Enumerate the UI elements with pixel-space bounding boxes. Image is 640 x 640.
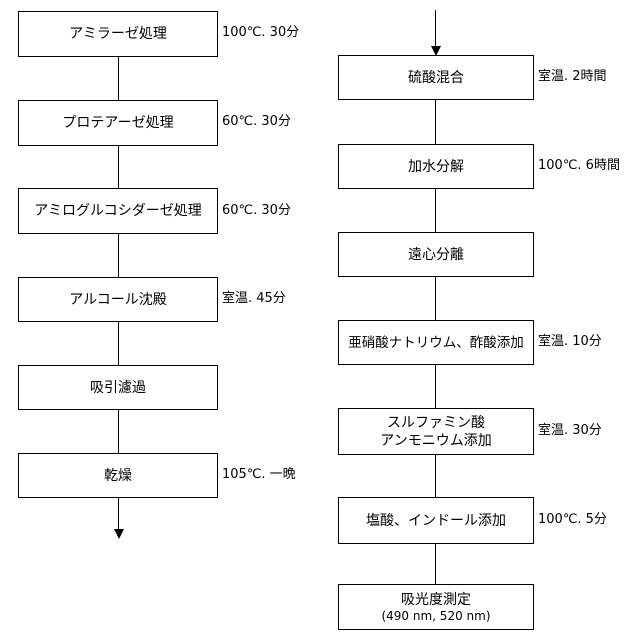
step-label: 乾燥 [104,467,132,485]
step-label-line2: (490 nm, 520 nm) [381,609,490,624]
step-sulfuric-acid-mixing: 硫酸混合 [338,55,534,100]
step-amyloglucosidase: アミログルコシダーゼ処理 [18,188,218,234]
step-label: プロテアーゼ処理 [62,114,173,132]
connector-line [118,409,119,454]
step-absorbance-measurement: 吸光度測定 (490 nm, 520 nm) [338,584,534,630]
step-label: 吸引濾過 [90,379,146,397]
arrow-down-icon [114,529,124,539]
step-drying: 乾燥 [18,453,218,498]
step-alcohol-precipitation: アルコール沈殿 [18,277,218,322]
step-sodium-nitrite-acetic-acid: 亜硝酸ナトリウム、酢酸添加 [338,320,534,365]
step-ammonium-sulfamate: スルファミン酸 アンモニウム添加 [338,408,534,455]
step-label: 硫酸混合 [408,69,464,87]
step-condition: 60℃. 30分 [222,114,291,130]
step-condition: 100℃. 30分 [222,25,299,41]
step-condition: 60℃. 30分 [222,203,291,219]
connector-line [435,364,436,409]
connector-line [435,543,436,585]
step-protease: プロテアーゼ処理 [18,100,218,146]
connector-line [435,188,436,233]
step-amylase: アミラーゼ処理 [18,11,218,57]
step-centrifugation: 遠心分離 [338,232,534,277]
step-label: 遠心分離 [408,246,464,264]
step-label-line2: アンモニウム添加 [380,432,491,450]
connector-line [118,56,119,101]
step-label: 加水分解 [408,158,464,176]
connector-line [118,233,119,278]
connector-line [118,145,119,190]
step-label: アミログルコシダーゼ処理 [34,202,201,220]
connector-line [118,321,119,366]
connector-line [435,454,436,498]
connector-line [435,10,436,50]
step-label-line1: 吸光度測定 [401,591,471,609]
connector-line [435,276,436,321]
step-condition: 100℃. 5分 [538,512,607,528]
step-label: アミラーゼ処理 [69,25,167,43]
step-hydrolysis: 加水分解 [338,144,534,189]
step-condition: 室温. 45分 [222,291,286,307]
step-label: 亜硝酸ナトリウム、酢酸添加 [348,334,524,352]
step-condition: 室温. 30分 [538,423,602,439]
step-label: アルコール沈殿 [69,291,167,309]
connector-line [118,497,119,529]
connector-line [435,99,436,145]
step-condition: 室温. 10分 [538,334,602,350]
step-condition: 100℃. 6時間 [538,158,620,174]
step-condition: 室温. 2時間 [538,69,607,85]
step-label: 塩酸、インドール添加 [366,512,506,530]
step-label-line1: スルファミン酸 [387,414,485,432]
step-condition: 105℃. 一晩 [222,467,296,483]
step-suction-filtration: 吸引濾過 [18,365,218,410]
step-hydrochloric-acid-indole: 塩酸、インドール添加 [338,497,534,544]
